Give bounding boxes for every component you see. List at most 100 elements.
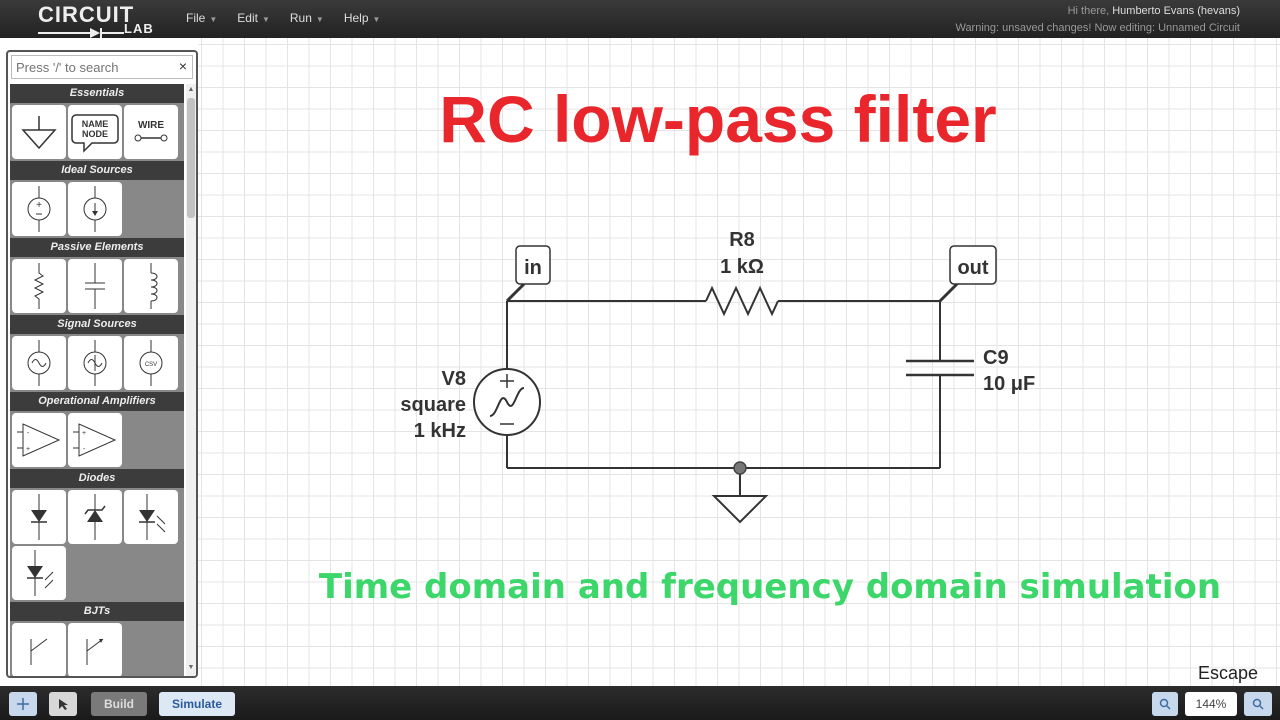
resistor-r8 <box>705 285 779 317</box>
capacitor-c9[interactable] <box>906 359 974 377</box>
palette-scrollbar[interactable]: ▲ ▼ <box>186 84 196 676</box>
category-operational-amplifiers: Operational Amplifiers -+ +- <box>10 392 184 469</box>
svg-text:+: + <box>36 200 42 211</box>
capacitor-value: 10 μF <box>983 373 1035 395</box>
category-diodes: Diodes <box>10 469 184 602</box>
move-icon <box>17 698 29 710</box>
logo-diode-line-icon <box>38 28 124 38</box>
svg-text:+: + <box>26 446 30 453</box>
clear-search-icon[interactable]: × <box>178 58 187 74</box>
category-header: Signal Sources <box>10 315 184 334</box>
user-name-link[interactable]: Humberto Evans (hevans) <box>1112 5 1240 17</box>
category-header: Ideal Sources <box>10 161 184 180</box>
led-icon[interactable] <box>124 490 178 544</box>
resistor-name: R8 <box>729 229 755 251</box>
capacitor-icon[interactable] <box>68 259 122 313</box>
category-header: Operational Amplifiers <box>10 392 184 411</box>
logo-text-lab: LAB <box>124 21 154 36</box>
category-header: Diodes <box>10 469 184 488</box>
zoom-out-button[interactable] <box>1152 692 1178 716</box>
top-bar: CIRCUIT LAB File▼ Edit▼ Run▼ Help▼ Hi th… <box>0 0 1280 38</box>
resistor-value: 1 kΩ <box>720 256 764 278</box>
voltage-source-icon[interactable]: + <box>12 182 66 236</box>
logo-text-circuit: CIRCUIT <box>38 2 135 27</box>
schematic-canvas[interactable]: RC low-pass filter Time domain and frequ… <box>198 38 1280 686</box>
zoom-in-icon <box>1252 698 1264 710</box>
sine-voltage-source-icon[interactable] <box>12 336 66 390</box>
category-signal-sources: Signal Sources CSV <box>10 315 184 392</box>
caret-down-icon: ▼ <box>209 15 218 24</box>
menu-edit-label: Edit <box>237 11 258 25</box>
simulate-button[interactable]: Simulate <box>159 692 235 716</box>
bottom-toolbar: Build Simulate 144% <box>0 686 1280 720</box>
scroll-up-icon[interactable]: ▲ <box>187 86 195 93</box>
node-in-text: in <box>524 257 542 279</box>
search-box: × <box>11 55 193 79</box>
menu-run-label: Run <box>289 11 312 25</box>
caret-down-icon: ▼ <box>315 15 324 24</box>
circuitlab-logo[interactable]: CIRCUIT LAB <box>38 2 166 38</box>
source-name: V8 <box>442 368 466 390</box>
pnp-bjt-icon[interactable] <box>68 623 122 676</box>
user-greeting: Hi there, <box>1067 5 1110 17</box>
name-node-icon[interactable]: NAME NODE <box>68 105 122 159</box>
wire-label: WIRE <box>138 120 164 131</box>
opamp-alt-icon[interactable]: +- <box>68 413 122 467</box>
category-header: BJTs <box>10 602 184 621</box>
ground-icon[interactable] <box>12 105 66 159</box>
menu-help-label: Help <box>343 11 369 25</box>
category-header: Essentials <box>10 84 184 103</box>
circuit-title: RC low-pass filter <box>439 82 996 156</box>
search-input[interactable] <box>16 59 166 75</box>
category-header: Passive Elements <box>10 238 184 257</box>
current-source-icon[interactable] <box>68 182 122 236</box>
caret-down-icon: ▼ <box>261 15 270 24</box>
svg-text:-: - <box>27 430 30 437</box>
npn-bjt-icon[interactable] <box>12 623 66 676</box>
menu-run[interactable]: Run▼ <box>290 11 324 25</box>
main-menu: File▼ Edit▼ Run▼ Help▼ <box>186 11 400 25</box>
photodiode-icon[interactable] <box>12 546 66 600</box>
source-type: square <box>400 394 466 416</box>
category-passive-elements: Passive Elements <box>10 238 184 315</box>
component-sidebar: × Essentials NAME NODE WIRE <box>6 50 198 678</box>
user-greeting-line: Hi there, Humberto Evans (hevans) <box>955 3 1240 20</box>
menu-file[interactable]: File▼ <box>186 11 217 25</box>
node-out-text: out <box>957 257 988 279</box>
menu-edit[interactable]: Edit▼ <box>237 11 270 25</box>
zoom-in-button[interactable] <box>1244 692 1272 716</box>
svg-text:-: - <box>83 446 86 453</box>
node-label-in[interactable]: in <box>505 245 551 303</box>
menu-help[interactable]: Help▼ <box>344 11 381 25</box>
zoom-level-display: 144% <box>1185 692 1237 716</box>
move-tool-button[interactable] <box>9 692 37 716</box>
menu-file-label: File <box>186 11 206 25</box>
wires[interactable] <box>506 285 941 496</box>
escape-hint: Escape <box>1198 663 1258 683</box>
wire-icon[interactable]: WIRE <box>124 105 178 159</box>
csv-source-icon[interactable]: CSV <box>124 336 178 390</box>
scroll-thumb[interactable] <box>187 98 195 218</box>
sine-current-source-icon[interactable] <box>68 336 122 390</box>
ground-symbol[interactable] <box>711 461 769 524</box>
voltage-source-v8[interactable] <box>473 368 541 436</box>
node-label-out[interactable]: out <box>938 245 997 303</box>
build-button[interactable]: Build <box>91 692 147 716</box>
scroll-down-icon[interactable]: ▼ <box>187 664 195 671</box>
opamp-icon[interactable]: -+ <box>12 413 66 467</box>
resistor-icon[interactable] <box>12 259 66 313</box>
schematic-drawing: RC low-pass filter Time domain and frequ… <box>319 82 1258 683</box>
name-node-label-line2: NODE <box>82 129 108 139</box>
csv-label: CSV <box>145 362 157 368</box>
category-bjts: BJTs <box>10 602 184 676</box>
caret-down-icon: ▼ <box>372 15 381 24</box>
user-info: Hi there, Humberto Evans (hevans) Warnin… <box>955 3 1240 37</box>
zener-diode-icon[interactable] <box>68 490 122 544</box>
select-tool-button[interactable] <box>49 692 77 716</box>
category-ideal-sources: Ideal Sources + <box>10 161 184 238</box>
unsaved-warning: Warning: unsaved changes! Now editing: U… <box>955 22 1240 34</box>
inductor-icon[interactable] <box>124 259 178 313</box>
component-palette: Essentials NAME NODE WIRE Ideal Sources <box>10 84 184 676</box>
circuit-subtitle: Time domain and frequency domain simulat… <box>319 567 1221 607</box>
diode-icon[interactable] <box>12 490 66 544</box>
